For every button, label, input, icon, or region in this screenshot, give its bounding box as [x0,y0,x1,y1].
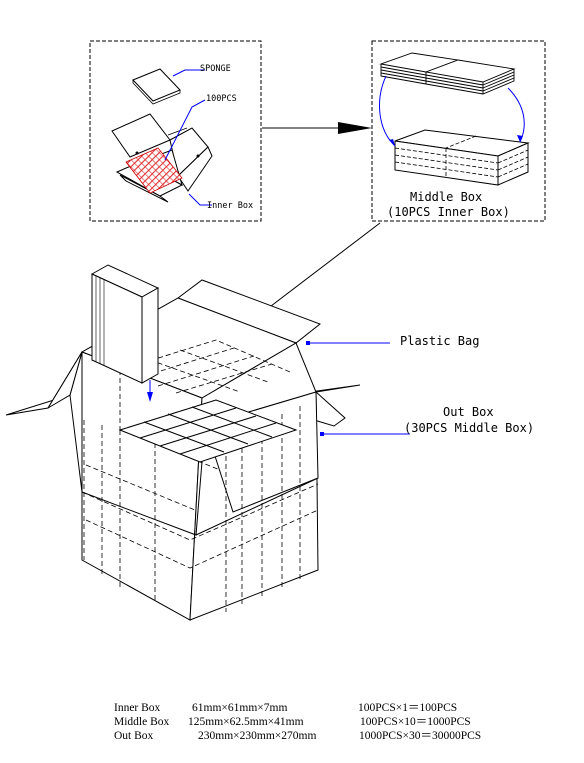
inner-box-panel: SPONGE 100PCS Inner Box [89,40,262,222]
plastic-bag-label: Plastic Bag [400,334,479,348]
out-box-label: Out Box [443,405,494,419]
spec-name: Middle Box [114,716,170,728]
middle-box-panel-frame [371,40,546,222]
inner-box-stack [379,52,516,95]
parts-stack [125,147,183,194]
spec-size: 230mm×230mm×270mm [198,730,317,742]
spec-size: 61mm×61mm×7mm [192,702,288,714]
spec-row-middle-box: Middle Box 125mm×62.5mm×41mm 100PCS×10＝1… [108,715,578,729]
spec-row-out-box: Out Box 230mm×230mm×270mm 1000PCS×30＝300… [108,729,578,743]
inner-box-panel-frame [89,40,262,222]
plastic-bag-callout: Plastic Bag [306,334,479,348]
spec-qty: 100PCS×10＝1000PCS [360,716,471,728]
out-box-sublabel: (30PCS Middle Box) [404,421,534,435]
inserted-middle-box [90,264,160,384]
inner-box-label: Inner Box [207,201,253,211]
middle-box-label: Middle Box [410,190,482,204]
spec-name: Out Box [114,730,154,742]
arrow-to-middle-box [262,122,372,134]
middle-box-panel: Middle Box (10PCS Inner Box) [371,40,546,222]
middle-box-tops [118,399,298,463]
spec-size: 125mm×62.5mm×41mm [188,716,304,728]
spec-qty: 1000PCS×30＝30000PCS [359,730,482,742]
out-box-callout: Out Box (30PCS Middle Box) [320,405,534,436]
spec-qty: 100PCS×1＝100PCS [358,702,458,714]
pcs-label: 100PCS [206,94,237,104]
sponge-label: SPONGE [200,64,231,74]
middle-box-sublabel: (10PCS Inner Box) [387,205,510,219]
middle-box-grid [81,339,319,612]
spec-name: Inner Box [114,702,161,714]
packing-spec-table: Inner Box 61mm×61mm×7mm 100PCS×1＝100PCS … [108,701,578,743]
spec-row-inner-box: Inner Box 61mm×61mm×7mm 100PCS×1＝100PCS [108,701,578,715]
